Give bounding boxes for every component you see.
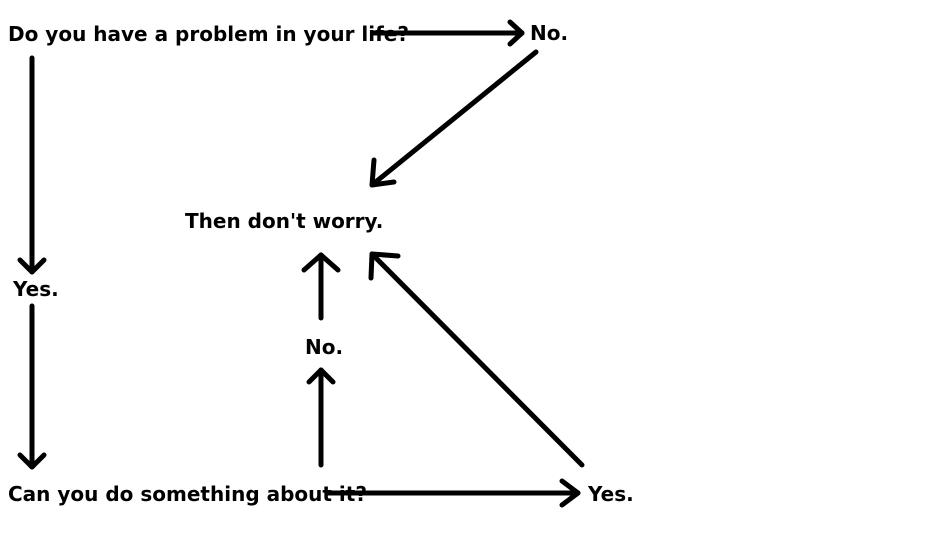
arrow-no-to-dont-worry — [369, 49, 539, 188]
answer-yes-bottom-label: Yes. — [588, 482, 634, 506]
arrow-problem-to-yes — [17, 55, 47, 275]
answer-yes-left-label: Yes. — [13, 277, 59, 301]
answer-no-middle-label: No. — [305, 335, 344, 359]
question-problem-label: Do you have a problem in your life? — [8, 22, 409, 46]
arrow-can-do-to-yes — [325, 478, 581, 508]
arrow-no-middle-to-dont-worry — [301, 252, 341, 321]
arrow-yes-to-can-do — [17, 303, 47, 470]
arrow-yes-bottom-to-dont-worry — [368, 251, 585, 468]
question-can-do-label: Can you do something about it? — [8, 482, 367, 506]
then-dont-worry-label: Then don't worry. — [185, 209, 384, 233]
arrow-can-do-to-no — [306, 367, 336, 468]
answer-no-top-label: No. — [530, 21, 569, 45]
arrow-problem-to-no — [371, 19, 525, 47]
